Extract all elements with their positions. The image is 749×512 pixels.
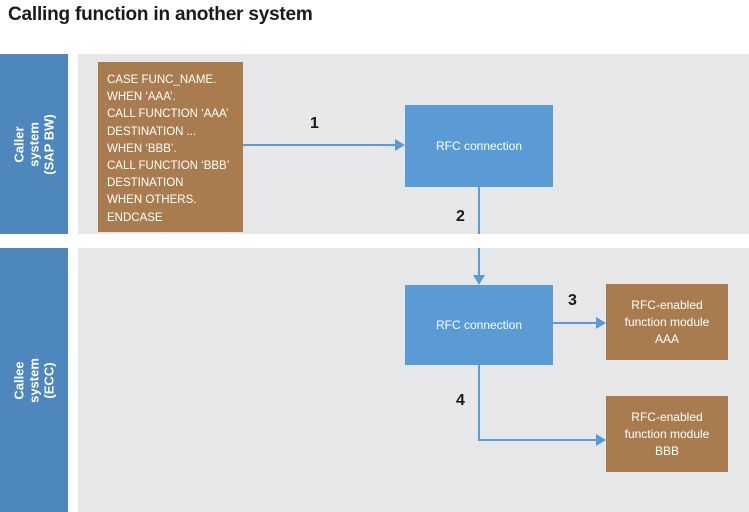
step-4-number: 4 (456, 392, 465, 409)
step-2-connector-line-lower (478, 248, 480, 275)
step-1-arrowhead-icon (395, 139, 405, 151)
function-module-bbb-box: RFC-enabled function module BBB (606, 396, 728, 472)
step-2-connector-line-upper (478, 187, 480, 234)
step-2-arrowhead-icon (473, 275, 485, 285)
step-3-number: 3 (568, 292, 577, 309)
caller-system-sidebar-label: Caller system (SAP BW) (11, 113, 57, 175)
step-1-connector-line (243, 144, 395, 146)
step-3-arrowhead-icon (596, 317, 606, 329)
caller-rfc-connection-box: RFC connection (405, 105, 553, 187)
callee-system-sidebar-label: Callee system (ECC) (11, 357, 57, 403)
caller-system-body: CASE FUNC_NAME. WHEN ‘AAA’. CALL FUNCTIO… (78, 54, 749, 234)
step-1-number: 1 (310, 115, 319, 132)
caller-system-sidebar: Caller system (SAP BW) (0, 54, 68, 234)
caller-system-panel: Caller system (SAP BW) CASE FUNC_NAME. W… (0, 54, 749, 234)
callee-system-body: RFC connection 3 RFC-enabled function mo… (78, 248, 749, 512)
step-4-connector-line-vertical (478, 365, 480, 441)
step-3-connector-line (553, 322, 596, 324)
caller-code-block: CASE FUNC_NAME. WHEN ‘AAA’. CALL FUNCTIO… (98, 62, 243, 232)
callee-system-panel: Callee system (ECC) RFC connection 3 RFC… (0, 248, 749, 512)
step-2-number: 2 (456, 208, 465, 225)
page-title: Calling function in another system (8, 4, 313, 25)
callee-rfc-connection-box: RFC connection (405, 285, 553, 365)
step-4-arrowhead-icon (596, 434, 606, 446)
step-4-connector-line-horizontal (478, 439, 596, 441)
callee-system-sidebar: Callee system (ECC) (0, 248, 68, 512)
function-module-aaa-box: RFC-enabled function module AAA (606, 284, 728, 360)
